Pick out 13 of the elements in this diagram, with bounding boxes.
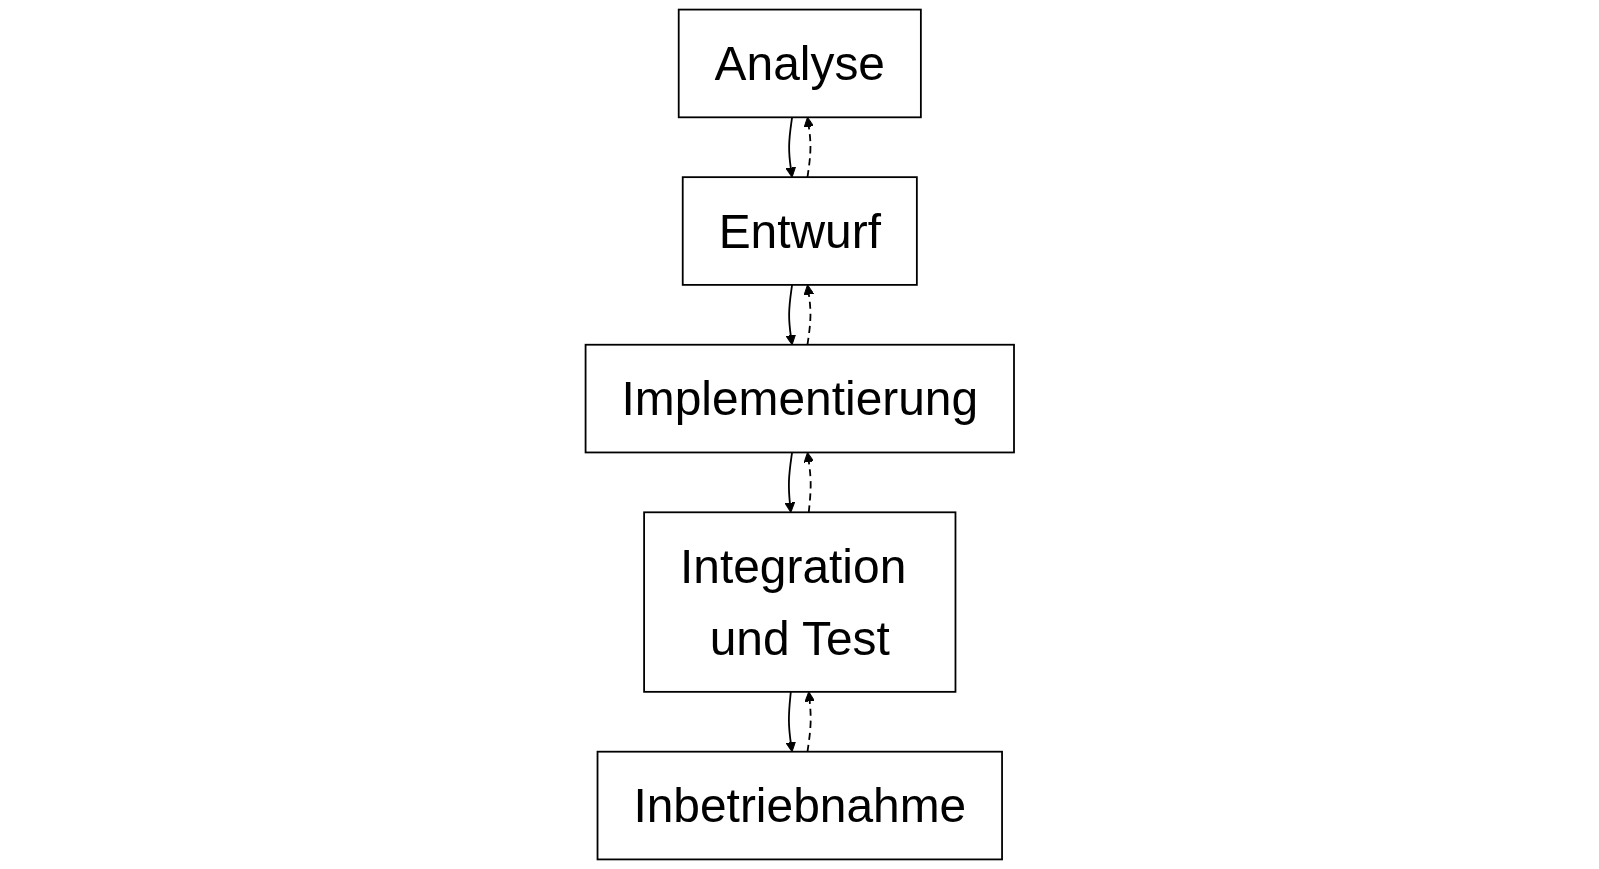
node-box (681, 176, 918, 286)
node-box (642, 511, 957, 693)
node-box (677, 8, 922, 119)
arrow (785, 116, 796, 178)
arrow (804, 691, 815, 753)
node-box (596, 750, 1003, 861)
arrow (784, 451, 795, 513)
arrow (803, 452, 814, 514)
arrow (785, 690, 796, 753)
arrow (785, 284, 796, 346)
node-box (584, 343, 1015, 454)
arrow (803, 284, 814, 346)
arrow (803, 116, 814, 179)
